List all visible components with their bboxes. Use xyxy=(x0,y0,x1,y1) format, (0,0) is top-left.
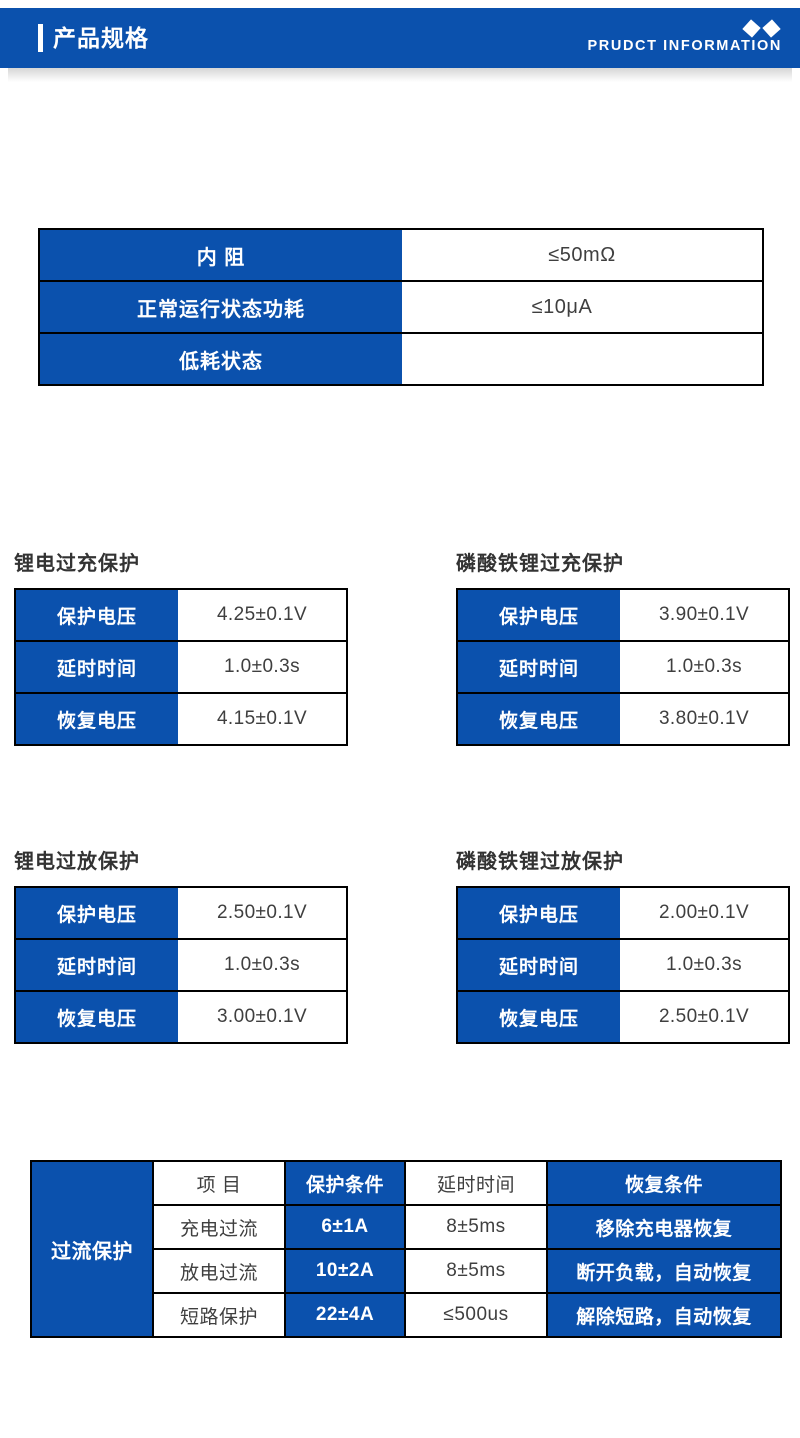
row-value: 3.00±0.1V xyxy=(178,990,348,1044)
cell-recover: 断开负载，自动恢复 xyxy=(546,1248,782,1294)
table-row: 低耗状态 xyxy=(38,332,764,386)
table-row: 保护电压 4.25±0.1V xyxy=(14,588,348,642)
row-label: 保护电压 xyxy=(456,886,620,940)
table-row: 恢复电压 4.15±0.1V xyxy=(14,692,348,746)
table-header-row: 过流保护 项 目 保护条件 延时时间 恢复条件 xyxy=(30,1160,782,1338)
cell-delay: 8±5ms xyxy=(404,1204,548,1250)
basic-row-label: 内 阻 xyxy=(38,228,402,282)
column-header-delay: 延时时间 xyxy=(404,1160,548,1206)
row-label: 延时时间 xyxy=(14,938,178,992)
row-value: 2.50±0.1V xyxy=(178,886,348,940)
basic-row-label: 低耗状态 xyxy=(38,332,402,386)
basic-spec-table-container: 内 阻 ≤50mΩ 正常运行状态功耗 ≤10μA 低耗状态 xyxy=(38,228,764,386)
page-subtitle: PRUDCT INFORMATION xyxy=(587,38,782,55)
overcurrent-table: 过流保护 项 目 保护条件 延时时间 恢复条件 充电过流 6±1A 8±5ms … xyxy=(30,1160,782,1338)
row-value: 4.15±0.1V xyxy=(178,692,348,746)
row-value: 1.0±0.3s xyxy=(620,938,790,992)
table-row: 放电过流 10±2A 8±5ms 断开负载，自动恢复 xyxy=(31,1248,782,1294)
diamond-decoration xyxy=(742,19,781,38)
section-heading-li-overcharge: 锂电过充保护 xyxy=(14,553,140,575)
table-row: 恢复电压 2.50±0.1V xyxy=(456,990,790,1044)
table-row: 延时时间 1.0±0.3s xyxy=(456,640,790,694)
row-label: 保护电压 xyxy=(14,886,178,940)
table-row: 延时时间 1.0±0.3s xyxy=(456,938,790,992)
lifepo4-overdischarge-table: 保护电压 2.00±0.1V 延时时间 1.0±0.3s 恢复电压 2.50±0… xyxy=(456,886,790,1044)
lifepo4-overdischarge-table-container: 保护电压 2.00±0.1V 延时时间 1.0±0.3s 恢复电压 2.50±0… xyxy=(456,886,790,1044)
li-overcharge-table-container: 保护电压 4.25±0.1V 延时时间 1.0±0.3s 恢复电压 4.15±0… xyxy=(14,588,348,746)
li-overcharge-table: 保护电压 4.25±0.1V 延时时间 1.0±0.3s 恢复电压 4.15±0… xyxy=(14,588,348,746)
diamond-icon xyxy=(742,19,761,38)
page-header-banner: 产品规格 PRUDCT INFORMATION xyxy=(0,8,800,68)
row-value: 3.80±0.1V xyxy=(620,692,790,746)
basic-row-label: 正常运行状态功耗 xyxy=(38,280,402,334)
cell-item: 短路保护 xyxy=(152,1292,286,1338)
row-value: 2.50±0.1V xyxy=(620,990,790,1044)
cell-item: 充电过流 xyxy=(152,1204,286,1250)
banner-shadow xyxy=(8,68,792,82)
page-title: 产品规格 xyxy=(53,24,149,51)
li-overdischarge-table-container: 保护电压 2.50±0.1V 延时时间 1.0±0.3s 恢复电压 3.00±0… xyxy=(14,886,348,1044)
basic-row-value: ≤10μA xyxy=(402,280,764,334)
cell-recover: 移除充电器恢复 xyxy=(546,1204,782,1250)
table-row: 保护电压 2.00±0.1V xyxy=(456,886,790,940)
cell-item: 放电过流 xyxy=(152,1248,286,1294)
lifepo4-overcharge-table-container: 保护电压 3.90±0.1V 延时时间 1.0±0.3s 恢复电压 3.80±0… xyxy=(456,588,790,746)
table-row: 保护电压 2.50±0.1V xyxy=(14,886,348,940)
cell-delay: ≤500us xyxy=(404,1292,548,1338)
row-value: 2.00±0.1V xyxy=(620,886,790,940)
cell-delay: 8±5ms xyxy=(404,1248,548,1294)
basic-row-value: ≤50mΩ xyxy=(402,228,764,282)
column-header-recover: 恢复条件 xyxy=(546,1160,782,1206)
overcurrent-row-label: 过流保护 xyxy=(30,1160,154,1338)
section-heading-lifepo4-overdischarge: 磷酸铁锂过放保护 xyxy=(456,851,624,873)
lifepo4-overcharge-table: 保护电压 3.90±0.1V 延时时间 1.0±0.3s 恢复电压 3.80±0… xyxy=(456,588,790,746)
li-overdischarge-table: 保护电压 2.50±0.1V 延时时间 1.0±0.3s 恢复电压 3.00±0… xyxy=(14,886,348,1044)
row-label: 延时时间 xyxy=(456,640,620,694)
cell-recover: 解除短路，自动恢复 xyxy=(546,1292,782,1338)
section-heading-lifepo4-overcharge: 磷酸铁锂过充保护 xyxy=(456,553,624,575)
column-header-item: 项 目 xyxy=(152,1160,286,1206)
table-row: 内 阻 ≤50mΩ xyxy=(38,228,764,282)
table-row: 延时时间 1.0±0.3s xyxy=(14,640,348,694)
row-label: 延时时间 xyxy=(14,640,178,694)
row-label: 恢复电压 xyxy=(14,990,178,1044)
table-row: 正常运行状态功耗 ≤10μA xyxy=(38,280,764,334)
basic-spec-table: 内 阻 ≤50mΩ 正常运行状态功耗 ≤10μA 低耗状态 xyxy=(38,228,764,386)
column-header-condition: 保护条件 xyxy=(284,1160,406,1206)
row-label: 恢复电压 xyxy=(14,692,178,746)
basic-row-value xyxy=(402,332,764,386)
header-left-group: 产品规格 xyxy=(38,24,149,52)
row-value: 3.90±0.1V xyxy=(620,588,790,642)
row-label: 延时时间 xyxy=(456,938,620,992)
section-heading-li-overdischarge: 锂电过放保护 xyxy=(14,851,140,873)
table-row: 恢复电压 3.80±0.1V xyxy=(456,692,790,746)
table-row: 短路保护 22±4A ≤500us 解除短路，自动恢复 xyxy=(31,1292,782,1338)
cell-condition: 22±4A xyxy=(284,1292,406,1338)
diamond-icon xyxy=(762,19,781,38)
title-accent-bar xyxy=(38,24,43,52)
cell-condition: 6±1A xyxy=(284,1204,406,1250)
table-row: 恢复电压 3.00±0.1V xyxy=(14,990,348,1044)
header-right-group: PRUDCT INFORMATION xyxy=(587,19,782,55)
row-value: 1.0±0.3s xyxy=(178,640,348,694)
table-row: 保护电压 3.90±0.1V xyxy=(456,588,790,642)
row-value: 1.0±0.3s xyxy=(178,938,348,992)
row-label: 保护电压 xyxy=(456,588,620,642)
table-row: 延时时间 1.0±0.3s xyxy=(14,938,348,992)
table-row: 充电过流 6±1A 8±5ms 移除充电器恢复 xyxy=(31,1204,782,1250)
row-value: 4.25±0.1V xyxy=(178,588,348,642)
row-label: 保护电压 xyxy=(14,588,178,642)
row-label: 恢复电压 xyxy=(456,990,620,1044)
cell-condition: 10±2A xyxy=(284,1248,406,1294)
overcurrent-table-container: 过流保护 项 目 保护条件 延时时间 恢复条件 充电过流 6±1A 8±5ms … xyxy=(30,1160,782,1338)
row-label: 恢复电压 xyxy=(456,692,620,746)
row-value: 1.0±0.3s xyxy=(620,640,790,694)
